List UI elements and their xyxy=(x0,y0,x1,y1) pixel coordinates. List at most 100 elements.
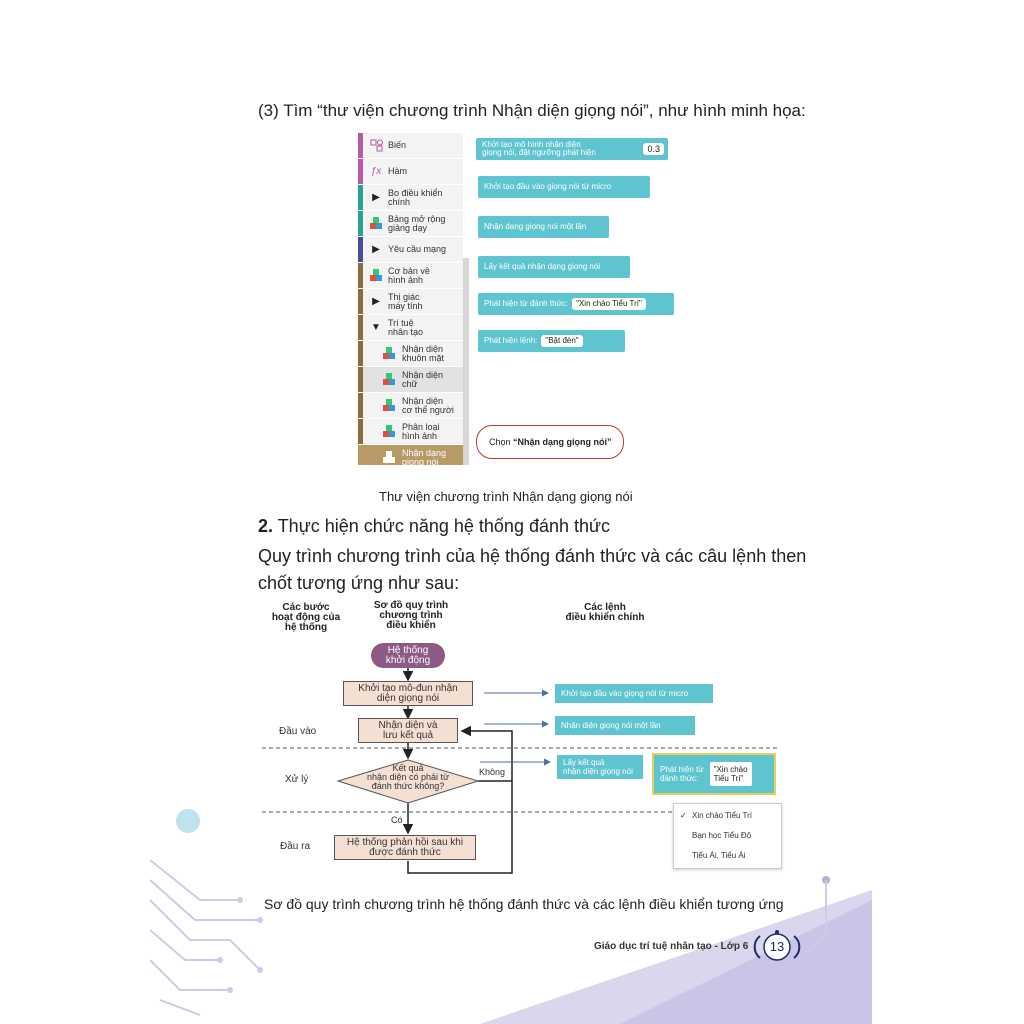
stage-input: Đầu vào xyxy=(279,726,317,737)
library-category-label: Nhận diện cơ thể người xyxy=(402,395,454,415)
output-box: Hệ thống phản hồi sau khi được đánh thức xyxy=(334,835,476,860)
library-category-2[interactable]: ƒx Hàm xyxy=(358,159,463,184)
record-result-box: Nhận diện và lưu kết quả xyxy=(358,718,458,743)
library-scrollbar[interactable] xyxy=(463,258,469,465)
library-category-label: Bo điều khiển chính xyxy=(388,187,443,207)
library-category-6[interactable]: Cơ bản về hình ảnh xyxy=(358,263,463,288)
category-color-bar xyxy=(358,341,363,366)
block-detect-wake-value[interactable]: "Xin chào Tiểu Trí" xyxy=(572,298,646,310)
library-category-9[interactable]: Nhận diện khuôn mặt xyxy=(358,341,463,366)
category-color-bar xyxy=(358,419,363,444)
col1-header: Các bước hoạt động của hệ thống xyxy=(271,602,341,633)
library-category-label: Thị giác máy tính xyxy=(388,291,423,311)
triangle-icon: ▶ xyxy=(372,192,380,203)
cmd-init-mic: Khởi tạo đầu vào giọng nói từ micro xyxy=(555,684,713,703)
no-label: Không xyxy=(479,767,506,777)
block-detect-cmd[interactable]: Phát hiện lệnh: "Bật đèn" xyxy=(478,330,625,352)
category-color-bar xyxy=(358,159,363,184)
library-category-label: Yêu cầu mạng xyxy=(388,244,447,254)
category-color-bar xyxy=(358,289,363,314)
category-color-bar xyxy=(358,185,363,210)
block-detect-wake[interactable]: Phát hiện từ đánh thức: "Xin chào Tiểu T… xyxy=(478,293,674,315)
library-category-label: Phân loại hình ảnh xyxy=(402,421,440,441)
library-category-7[interactable]: ▶ Thị giác máy tính xyxy=(358,289,463,314)
library-category-3[interactable]: ▶ Bo điều khiển chính xyxy=(358,185,463,210)
cmd-recognize: Nhận diện giọng nói một lần xyxy=(555,716,695,735)
library-category-label: Bảng mở rộng giảng dạy xyxy=(388,213,446,233)
stage-process: Xử lý xyxy=(285,774,309,785)
library-category-1[interactable]: Biến xyxy=(358,133,463,158)
function-icon: ƒx xyxy=(370,166,382,177)
step-intro-text: (3) Tìm “thư viện chương trình Nhận diện… xyxy=(258,101,806,120)
col2-header: Sơ đồ quy trình chương trình điều khiển xyxy=(373,600,449,631)
stage-output: Đầu ra xyxy=(280,841,311,852)
footer-book-title: Giáo dục trí tuệ nhân tạo - Lớp 6 xyxy=(594,941,749,952)
library-category-11[interactable]: Nhận diện cơ thể người xyxy=(358,393,463,418)
dropdown-option-2[interactable]: Bạn học Tiểu Độ xyxy=(692,831,752,840)
triangle-icon: ▶ xyxy=(372,244,380,255)
cubes-icon xyxy=(369,217,383,231)
init-module-box: Khởi tạo mô-đun nhận diện giọng nói xyxy=(343,681,473,706)
cmd-get-result: Lấy kết quả nhận diện giọng nói xyxy=(557,755,643,779)
library-category-label: Nhận dạng giọng nói xyxy=(402,447,447,465)
cmd-detect-label: Phát hiện từ đánh thức: xyxy=(660,765,704,783)
triangle-icon: ▶ xyxy=(372,296,380,307)
block-recognize-once-label: Nhận dạng giọng nói một lần xyxy=(484,222,587,231)
library-category-5[interactable]: ▶ Yêu cầu mạng xyxy=(358,237,463,262)
category-color-bar xyxy=(358,393,363,418)
library-category-label: Nhận diện khuôn mặt xyxy=(402,343,445,363)
wake-word-dropdown: ✓ Xin chào Tiểu Trí Bạn học Tiểu Độ Tiểu… xyxy=(673,803,782,869)
section-heading: 2. Thực hiện chức năng hệ thống đánh thứ… xyxy=(258,516,610,537)
library-category-label: Nhận diện chữ xyxy=(402,369,444,389)
cmd-detect-value: "Xin chào Tiểu Trí" xyxy=(709,762,752,786)
choose-callout: Chọn “Nhận dạng giọng nói” xyxy=(476,425,624,459)
start-node-label: Hệ thống khởi động xyxy=(385,644,431,666)
cubes-icon xyxy=(382,451,396,465)
page-badge xyxy=(753,930,801,961)
block-init-model[interactable]: Khởi tạo mô hình nhận diện giọng nói, đặ… xyxy=(476,138,668,160)
col3-header: Các lệnh điều khiển chính xyxy=(565,602,645,623)
cmd-get-result-label: Lấy kết quả nhận diện giọng nói xyxy=(563,758,633,776)
block-init-mic-label: Khởi tạo đầu vào giọng nói từ micro xyxy=(484,182,612,191)
yes-label: Có xyxy=(391,815,403,825)
paragraph-line1: Quy trình chương trình của hệ thống đánh… xyxy=(258,546,807,566)
page-number: 13 xyxy=(769,939,785,954)
dropdown-option-1[interactable]: Xin chào Tiểu Trí xyxy=(692,811,753,820)
library-category-label: Cơ bản về hình ảnh xyxy=(388,265,430,285)
callout-prefix: Chọn xyxy=(489,437,511,447)
cmd-init-mic-label: Khởi tạo đầu vào giọng nói từ micro xyxy=(561,689,689,698)
category-color-bar xyxy=(358,263,363,288)
library-category-4[interactable]: Bảng mở rộng giảng dạy xyxy=(358,211,463,236)
block-detect-cmd-value[interactable]: "Bật đèn" xyxy=(541,335,583,347)
dropdown-option-3[interactable]: Tiểu Ái, Tiểu Ái xyxy=(692,851,746,860)
library-category-10[interactable]: Nhận diện chữ xyxy=(358,367,463,392)
block-init-mic[interactable]: Khởi tạo đầu vào giọng nói từ micro xyxy=(478,176,650,198)
block-get-result[interactable]: Lấy kết quả nhận dạng giọng nói xyxy=(478,256,630,278)
block-init-model-label: Khởi tạo mô hình nhận diện giọng nói, đặ… xyxy=(482,140,596,157)
library-category-13[interactable]: Nhận dạng giọng nói xyxy=(358,445,463,465)
variable-icon xyxy=(369,139,383,153)
figure2-caption: Sơ đồ quy trình chương trình hệ thống đá… xyxy=(264,896,784,912)
callout-bold: “Nhận dạng giọng nói” xyxy=(513,437,612,447)
cubes-icon xyxy=(382,425,396,439)
cmd-recognize-label: Nhận diện giọng nói một lần xyxy=(561,721,661,730)
cmd-detect-wake: Phát hiện từ đánh thức: "Xin chào Tiểu T… xyxy=(652,753,776,795)
cubes-icon xyxy=(382,399,396,413)
block-detect-wake-label: Phát hiện từ đánh thức: xyxy=(484,299,569,308)
triangle-down-icon: ▼ xyxy=(371,322,381,333)
library-category-label: Hàm xyxy=(388,166,408,176)
block-init-model-value[interactable]: 0.3 xyxy=(643,143,664,155)
library-category-8[interactable]: ▼Trí tuệ nhân tạo xyxy=(358,315,463,340)
library-category-label: Biến xyxy=(388,140,407,150)
category-color-bar xyxy=(358,445,363,465)
cubes-icon xyxy=(382,373,396,387)
category-color-bar xyxy=(358,237,363,262)
library-category-12[interactable]: Phân loại hình ảnh xyxy=(358,419,463,444)
block-get-result-label: Lấy kết quả nhận dạng giọng nói xyxy=(484,262,601,271)
block-detect-cmd-label: Phát hiện lệnh: xyxy=(484,336,538,345)
block-recognize-once[interactable]: Nhận dạng giọng nói một lần xyxy=(478,216,609,238)
category-color-bar xyxy=(358,133,363,158)
